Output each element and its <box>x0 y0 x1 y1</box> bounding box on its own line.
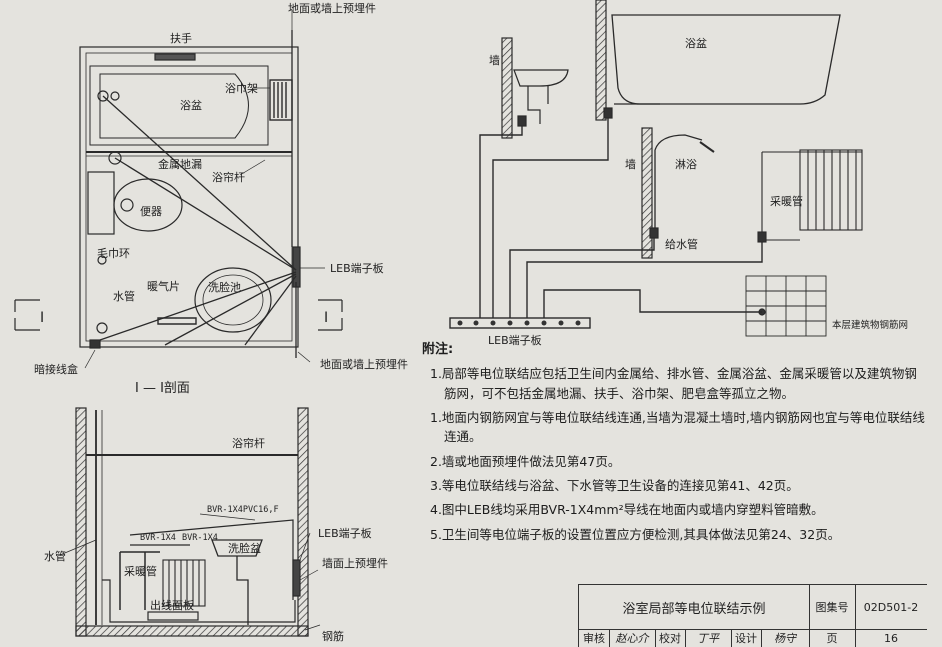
note-item: 1.局部等电位联结应包括卫生间内金属给、排水管、金属浴盆、金属采暖管以及建筑物钢… <box>430 366 917 401</box>
section-label-leb: LEB端子板 <box>318 526 372 540</box>
schematic-leb-bar <box>449 317 591 329</box>
schematic-label-wall-1: 墙 <box>489 53 500 67</box>
faucet-knob-icon <box>110 91 120 101</box>
label-metal-drain: 金属地漏 <box>158 157 202 171</box>
bathtub-inner <box>99 73 249 139</box>
label-handrail: 扶手 <box>170 31 192 45</box>
bathtub-outline <box>89 65 269 146</box>
atlas-label: 图集号 <box>809 585 856 630</box>
section-view: I — I剖面 <box>44 381 388 643</box>
note-item: 2.墙或地面预埋件做法见第47页。 <box>430 453 621 469</box>
section-floor <box>75 625 309 637</box>
page-label: 页 <box>809 629 856 647</box>
section-label-heating-pipe: 采暖管 <box>124 564 157 578</box>
shower-head-icon <box>699 141 715 153</box>
label-junction-box: 暗接线盒 <box>34 362 78 376</box>
section-label-water-pipe: 水管 <box>44 549 66 563</box>
schematic-wall-shower <box>641 127 653 259</box>
schematic-label-heating-pipe: 采暖管 <box>770 194 803 208</box>
label-toilet: 便器 <box>140 205 162 218</box>
basin-outline <box>194 267 272 333</box>
atlas-number: 02D501-2 <box>855 585 927 630</box>
section-label-rebar: 钢筋 <box>322 629 344 643</box>
section-mark-right <box>318 299 343 331</box>
schematic-shower-pipe <box>654 134 703 230</box>
leb-plan-box <box>292 246 301 288</box>
schematic-label-bathtub: 浴盆 <box>685 36 707 50</box>
plan-bonding-lines <box>99 30 297 358</box>
section-heating-pipe <box>119 551 160 610</box>
schematic-bathtub <box>611 14 841 105</box>
design-signature: 杨守 <box>761 629 810 647</box>
junction-box <box>89 339 101 349</box>
label-towel-ring: 毛巾环 <box>97 246 130 260</box>
label-bathtub: 浴盆 <box>180 98 202 112</box>
section-letter-left: I <box>40 310 44 326</box>
section-label-basin: 洗脸盆 <box>228 541 261 555</box>
label-leb: LEB端子板 <box>330 261 384 275</box>
metal-drain-icon <box>108 151 122 165</box>
schematic-washbasin <box>513 69 569 87</box>
label-heating: 暖气片 <box>147 279 180 293</box>
label-floor-embed-top: 地面或墙上预埋件 <box>288 1 376 15</box>
schematic-wall-2 <box>595 0 607 121</box>
section-mark-left <box>14 299 40 331</box>
plan-view: 地面或墙上预埋件 扶手 浴巾架 浴盆 金属地漏 浴帘杆 便器 毛巾环 水管 暖气… <box>14 1 408 376</box>
section-label-curtain-rod: 浴帘杆 <box>232 436 265 450</box>
section-label-bvr-b: BVR-1X4 <box>182 533 218 543</box>
section-basin <box>211 539 263 557</box>
section-title: I — I剖面 <box>135 381 190 396</box>
page-number: 16 <box>884 631 898 645</box>
check-label: 校对 <box>655 629 686 647</box>
schematic-view: 墙 浴盆 墙 淋浴 给水管 采暖管 本层建筑物钢筋网 LEB端子板 <box>449 0 908 347</box>
schematic-label-rebar-mesh: 本层建筑物钢筋网 <box>832 319 908 331</box>
section-label-outlet-panel: 出线面板 <box>150 598 194 612</box>
label-floor-embed-bottom: 地面或墙上预埋件 <box>320 357 408 371</box>
note-item: 3.等电位联结线与浴盆、下水管等卫生设备的连接见第41、42页。 <box>430 478 799 494</box>
notes-heading: 附注: <box>422 342 454 357</box>
section-outlet-panel <box>147 611 199 621</box>
section-wall-right <box>297 407 309 637</box>
schematic-label-supply-pipe: 给水管 <box>665 237 698 251</box>
section-label-bvr-a: BVR-1X4 <box>140 533 176 543</box>
design-label: 设计 <box>731 629 762 647</box>
towel-rack <box>269 79 293 121</box>
review-signature: 赵心介 <box>609 629 656 647</box>
section-label-wall-embed: 墙面上预埋件 <box>322 556 388 570</box>
title-block: 浴室局部等电位联结示例 图集号 02D501-2 审核 赵心介 校对 丁平 设计… <box>578 584 927 647</box>
section-label-wire-pvc: BVR-1X4PVC16,F <box>207 505 279 515</box>
note-item: 5.卫生间等电位端子板的设置位置应方便检测,其具体做法见第24、32页。 <box>430 526 841 542</box>
faucet-icon <box>97 90 109 102</box>
handrail <box>154 53 196 61</box>
schematic-label-leb: LEB端子板 <box>488 333 542 347</box>
schematic-bonding-wires <box>479 118 763 318</box>
notes-block: 附注: 1.局部等电位联结应包括卫生间内金属给、排水管、金属浴盆、金属采暖管以及… <box>422 340 927 549</box>
note-item: 1.地面内钢筋网宜与等电位联结线连通,当墙为混凝土墙时,墙内钢筋网也宜与等电位联… <box>430 409 925 445</box>
schematic-radiator <box>757 149 863 243</box>
schematic-label-wall-2: 墙 <box>625 157 636 171</box>
section-radiator <box>162 559 206 607</box>
label-water-pipe: 水管 <box>113 289 135 303</box>
section-letter-right: I <box>324 310 328 326</box>
water-pipe-icon <box>96 322 108 334</box>
note-item: 4.图中LEB线均采用BVR-1X4mm²导线在地面内或墙内穿塑料管暗敷。 <box>430 502 824 518</box>
towel-ring-icon <box>97 255 107 265</box>
schematic-wall-1 <box>501 37 513 139</box>
toilet-tank <box>87 171 115 235</box>
check-signature: 丁平 <box>685 629 732 647</box>
label-basin: 洗脸池 <box>208 280 241 294</box>
radiator <box>157 317 197 325</box>
section-wall-left <box>75 407 87 637</box>
review-label: 审核 <box>579 629 610 647</box>
schematic-rebar-mesh <box>745 275 827 337</box>
label-curtain-rod: 浴帘杆 <box>212 170 245 184</box>
label-towel-rack: 浴巾架 <box>225 81 258 95</box>
drawing-title: 浴室局部等电位联结示例 <box>579 585 810 630</box>
schematic-label-shower: 淋浴 <box>675 158 697 171</box>
section-leb-box <box>292 559 301 597</box>
plan-room-outline <box>79 46 299 348</box>
